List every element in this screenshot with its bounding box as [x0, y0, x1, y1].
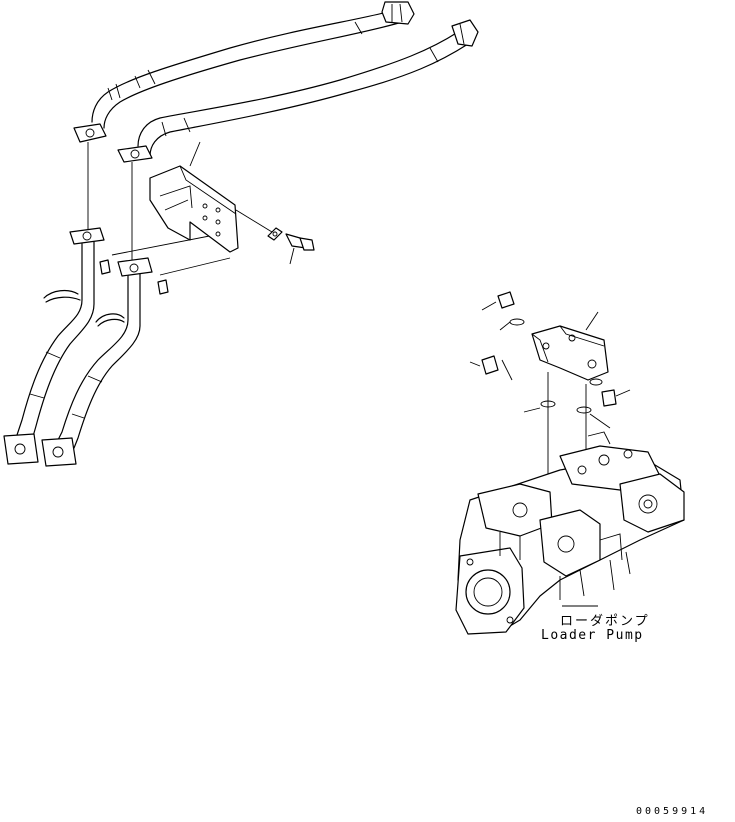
clamps [43, 259, 169, 327]
pump-label-japanese: ローダポンプ [560, 614, 650, 629]
upper-hose-front [73, 1, 415, 143]
mounting-bracket [149, 141, 273, 253]
drawing-number: 00059914 [636, 806, 709, 817]
loader-pump [455, 431, 685, 635]
washer-and-bolt [267, 227, 315, 265]
lower-pipe-front [3, 227, 105, 465]
fittings-and-orings [469, 291, 631, 480]
pump-label-english: Loader Pump [541, 628, 644, 643]
upper-hose-rear [117, 19, 479, 163]
manifold-block [531, 311, 609, 381]
lower-pipe-rear [41, 257, 153, 467]
